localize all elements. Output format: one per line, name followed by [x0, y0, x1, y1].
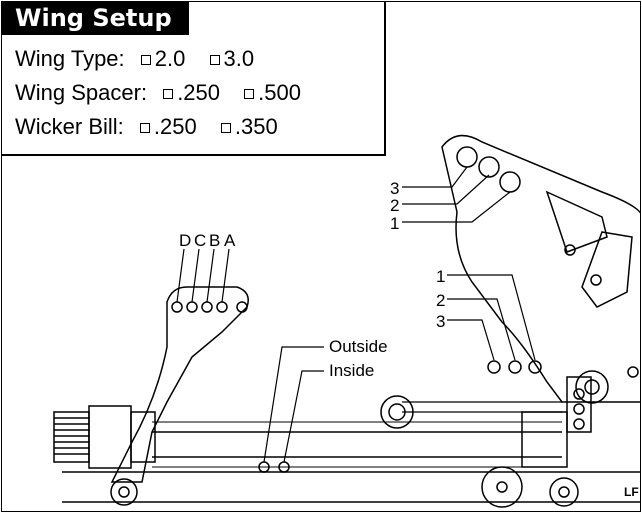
checkbox-icon — [139, 123, 150, 133]
wicker-bill-option-1[interactable]: .250 — [139, 114, 197, 139]
hole-b — [201, 301, 213, 313]
wing-setup-panel: Wing Setup Wing Type: 2.0 3.0 Wing Space… — [2, 2, 386, 156]
wing-type-option-2[interactable]: 3.0 — [209, 46, 254, 71]
outside-label: Outside — [329, 337, 388, 356]
wing-setup-title: Wing Setup — [2, 2, 189, 35]
checkbox-icon — [209, 55, 220, 65]
upper-hole-1 — [499, 171, 521, 193]
mid-label-3: 3 — [436, 312, 445, 331]
wing-spacer-option-1[interactable]: .250 — [163, 80, 220, 105]
inside-label: Inside — [329, 361, 374, 380]
wing-type-option-1[interactable]: 2.0 — [140, 46, 185, 71]
mid-hole-2 — [508, 360, 522, 374]
hole-label-d: D — [179, 231, 191, 250]
mid-hole-1 — [528, 360, 542, 374]
wing-type-row: Wing Type: 2.0 3.0 — [15, 46, 272, 72]
upper-label-1: 1 — [390, 214, 399, 233]
wicker-bill-label: Wicker Bill: — [15, 114, 124, 139]
left-wing-plate — [110, 286, 249, 483]
wing-type-label: Wing Type: — [15, 46, 125, 71]
checkbox-icon — [244, 89, 255, 99]
checkbox-icon — [220, 123, 231, 133]
hole-label-a: A — [224, 231, 236, 250]
wing-spacer-option-2[interactable]: .500 — [244, 80, 301, 105]
checkbox-icon — [163, 89, 174, 99]
mid-hole-3 — [487, 360, 501, 374]
hole-label-b: B — [209, 231, 220, 250]
hole-a — [216, 301, 228, 313]
upper-label-2: 2 — [390, 196, 399, 215]
wicker-bill-row: Wicker Bill: .250 .350 — [15, 114, 296, 140]
upper-label-3: 3 — [390, 179, 399, 198]
wing-spacer-row: Wing Spacer: .250 .500 — [15, 80, 319, 106]
upper-hole-3 — [456, 146, 478, 168]
hole-c — [186, 301, 198, 313]
mid-label-1: 1 — [436, 267, 445, 286]
upper-hole-2 — [478, 156, 500, 178]
hole-label-c: C — [194, 231, 206, 250]
lf-label: LF — [624, 485, 639, 499]
mid-label-2: 2 — [436, 291, 445, 310]
wing-spacer-label: Wing Spacer: — [15, 80, 148, 105]
hole-d — [171, 301, 183, 313]
wicker-bill-option-2[interactable]: .350 — [220, 114, 278, 139]
checkbox-icon — [140, 55, 151, 65]
upper-wing-plate — [441, 134, 640, 403]
